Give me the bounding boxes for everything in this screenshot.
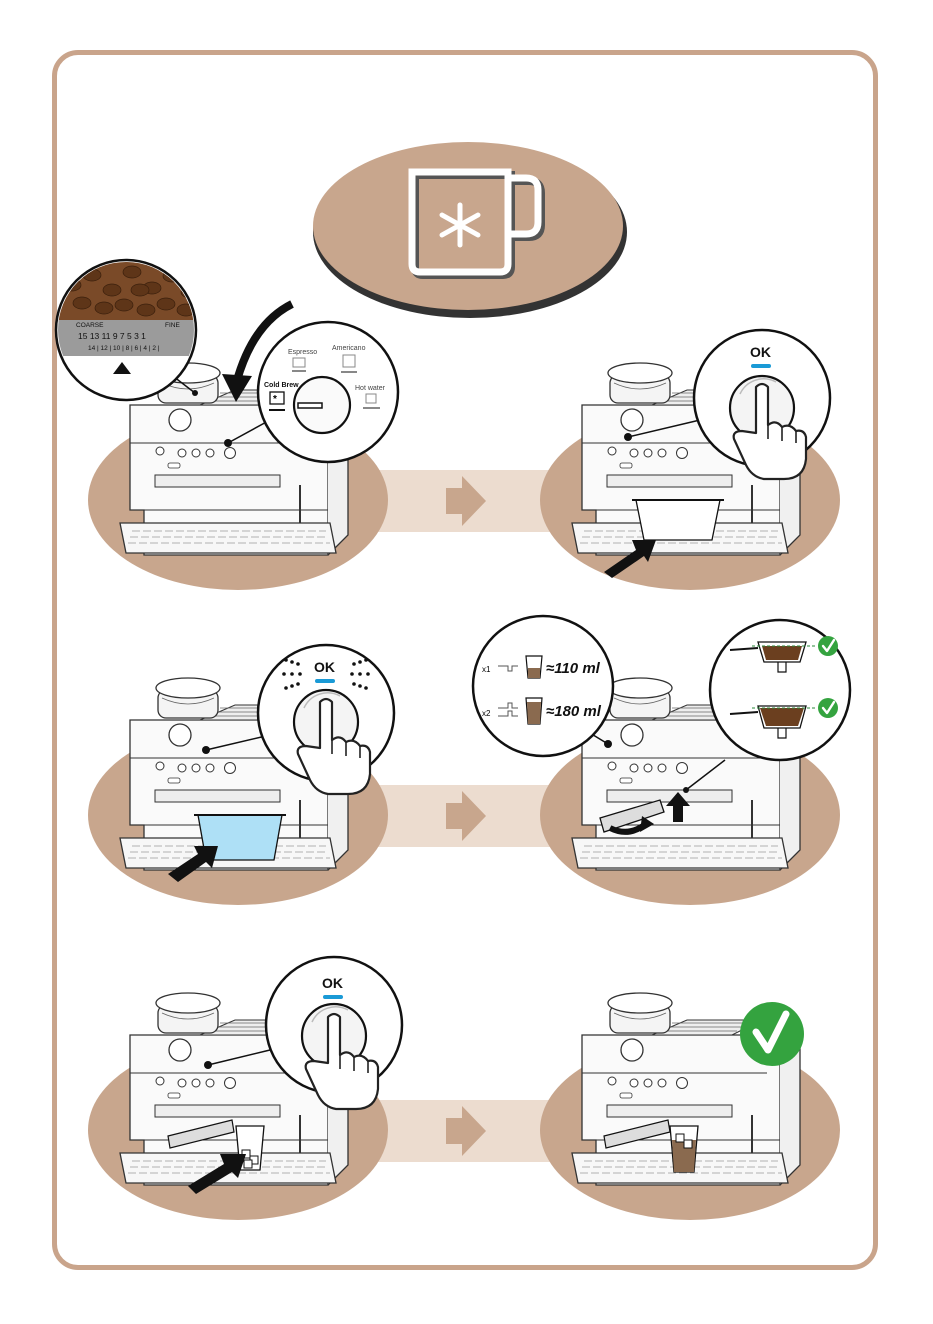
ok-indicator bbox=[751, 364, 771, 368]
step1-panel: COARSE FINE 15 13 11 9 7 5 3 1 14 | 12 |… bbox=[50, 260, 398, 590]
sub-ticks: 14 | 12 | 10 | 8 | 6 | 4 | 2 | bbox=[88, 345, 160, 352]
step5-panel: OK bbox=[88, 957, 402, 1220]
single-cup-icon bbox=[526, 656, 542, 678]
volume-callout: x1 ≈110 ml x2 ≈180 ml bbox=[473, 616, 613, 756]
main-ticks: 15 13 11 9 7 5 3 1 bbox=[78, 331, 146, 341]
step4-panel: x1 ≈110 ml x2 ≈180 ml bbox=[473, 616, 850, 905]
svg-text:*: * bbox=[273, 394, 277, 405]
double-cup-icon bbox=[526, 698, 542, 724]
iced-coffee-glass-icon bbox=[670, 1126, 698, 1172]
coarse-label: COARSE bbox=[76, 322, 104, 329]
ok-indicator bbox=[315, 679, 335, 683]
header-badge bbox=[313, 142, 627, 318]
espresso-label: Espresso bbox=[288, 349, 317, 356]
step6-panel bbox=[540, 993, 840, 1220]
cold-brew-label: Cold Brew bbox=[264, 382, 299, 389]
double-volume: ≈180 ml bbox=[546, 703, 602, 720]
ok-label: OK bbox=[322, 975, 343, 991]
done-check-icon bbox=[740, 1002, 804, 1066]
step3-panel: OK bbox=[88, 645, 394, 905]
fine-label: FINE bbox=[165, 322, 180, 329]
ok-label: OK bbox=[750, 344, 771, 360]
hot-water-label: Hot water bbox=[355, 385, 386, 392]
single-prefix: x1 bbox=[482, 665, 491, 674]
single-volume: ≈110 ml bbox=[546, 660, 601, 677]
step2-panel: OK bbox=[540, 330, 840, 590]
double-prefix: x2 bbox=[482, 709, 491, 718]
ok-label: OK bbox=[314, 659, 335, 675]
americano-label: Americano bbox=[332, 345, 366, 352]
check-icon bbox=[818, 636, 838, 656]
ok-indicator bbox=[323, 995, 343, 999]
check-icon bbox=[818, 698, 838, 718]
